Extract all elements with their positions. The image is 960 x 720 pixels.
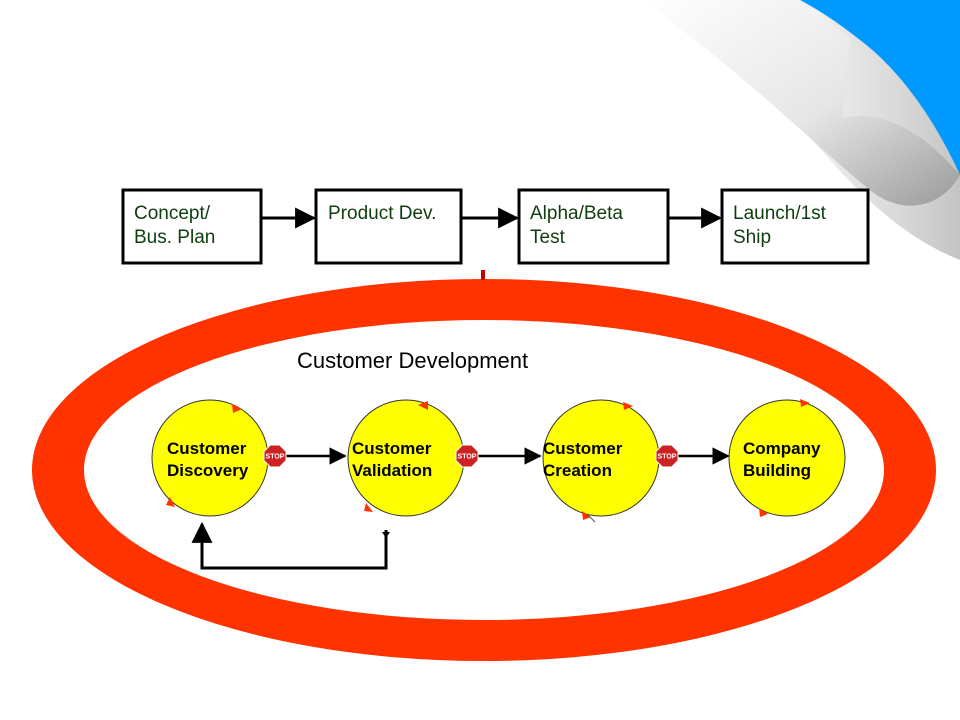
process-flow: Concept/ Bus. Plan Product Dev. Alpha/Be…	[121, 188, 870, 265]
stop-sign-icon: STOP	[455, 444, 479, 468]
process-box-label-line1: Product Dev.	[328, 203, 436, 224]
stage-label-line2: Building	[743, 461, 811, 480]
stop-sign-icon: STOP	[263, 444, 287, 468]
stage-label-line1: Company	[743, 439, 821, 458]
cycle-arrowhead	[232, 404, 242, 413]
stage-label-line1: Customer	[543, 439, 623, 458]
cycle-arrowhead	[418, 401, 428, 410]
process-box-label-line2: Bus. Plan	[134, 227, 215, 248]
customer-development-ring	[32, 270, 936, 661]
process-box-product-dev	[314, 188, 463, 265]
cycle-arrowhead	[759, 508, 768, 517]
process-box-label-line1: Concept/	[134, 203, 211, 224]
process-box-label-line1: Launch/1st	[733, 203, 827, 224]
stage-label-line1: Customer	[352, 439, 432, 458]
stop-sign-label: STOP	[266, 454, 285, 461]
cursor-mark	[587, 514, 596, 523]
stage-circles: Customer Discovery Customer Validation C…	[151, 399, 846, 520]
stage-circle-building	[728, 399, 846, 517]
page-curl-decoration	[640, 0, 960, 260]
page-curl-fold	[640, 0, 960, 206]
cycle-arrowhead	[623, 402, 633, 410]
feedback-loop	[191, 521, 390, 570]
stop-sign-label: STOP	[458, 454, 477, 461]
process-box-label-line2: Test	[530, 227, 566, 248]
stage-label-line2: Creation	[543, 461, 612, 480]
diagram-title: Customer Development	[297, 348, 528, 373]
cycle-arrowhead	[364, 503, 373, 512]
process-box-label-line1: Alpha/Beta	[530, 203, 623, 224]
cycle-arrowhead	[800, 399, 810, 407]
stop-sign-label: STOP	[658, 454, 677, 461]
feedback-loop-tick	[382, 532, 390, 538]
stage-circle-validation	[347, 399, 465, 517]
stage-label-line2: Discovery	[167, 461, 249, 480]
cycle-arrowhead	[582, 511, 591, 520]
ring-tick-mark	[481, 270, 485, 280]
process-box-label-line2: Ship	[733, 227, 771, 248]
stage-label-line2: Validation	[352, 461, 432, 480]
process-box-alpha-beta	[517, 188, 670, 265]
page-curl-blue-corner	[800, 0, 960, 175]
stop-sign-icon: STOP	[655, 444, 679, 468]
stop-signs: STOP STOP STOP	[263, 444, 679, 468]
process-box-concept	[121, 188, 263, 265]
stage-circle-creation	[542, 399, 660, 517]
stage-label-line1: Customer	[167, 439, 247, 458]
cycle-arrowhead	[166, 497, 175, 507]
